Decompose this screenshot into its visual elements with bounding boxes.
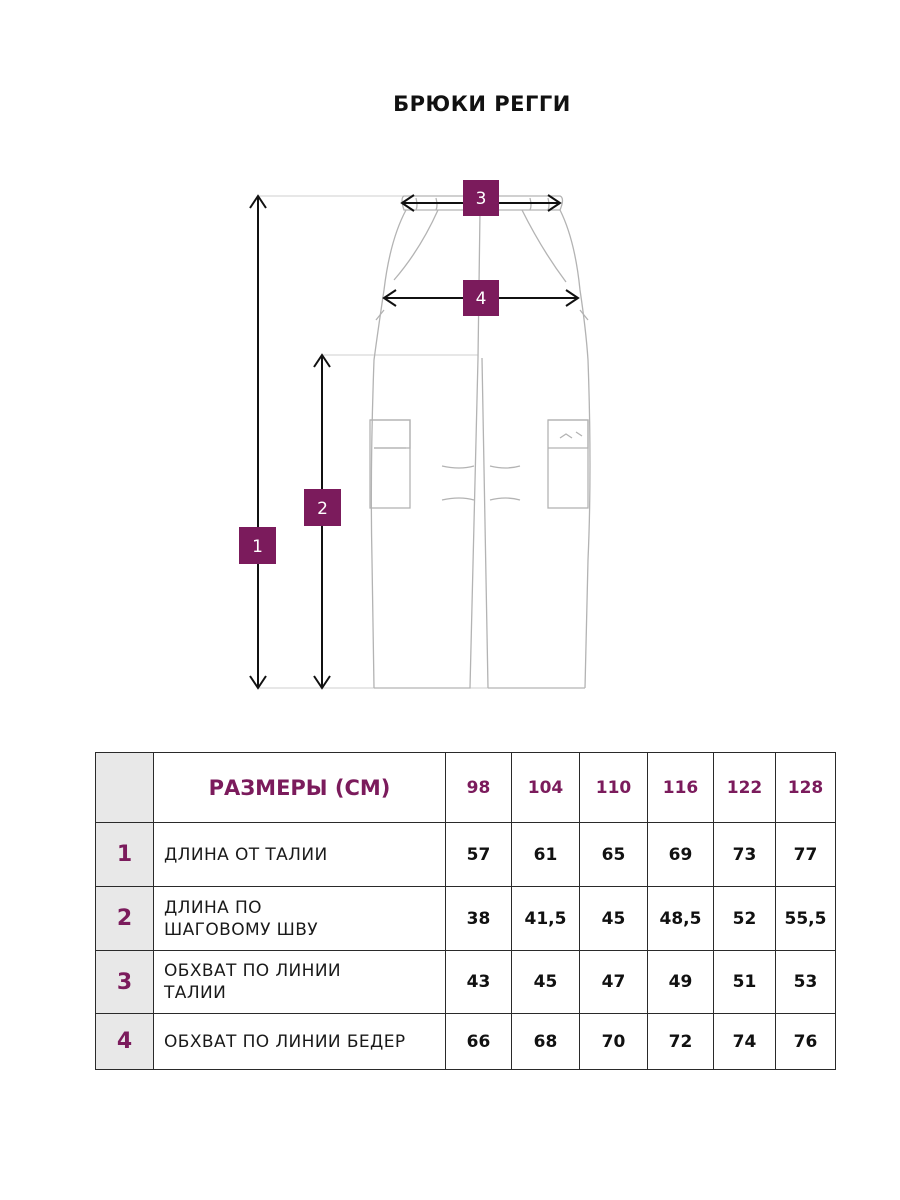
table-cell: 41,5 bbox=[511, 886, 580, 951]
table-row: 3 ОБХВАТ ПО ЛИНИИ ТАЛИИ 43 45 47 49 51 5… bbox=[95, 950, 836, 1014]
row-label: ОБХВАТ ПО ЛИНИИ БЕДЕР bbox=[153, 1013, 446, 1070]
row-number: 1 bbox=[95, 822, 154, 887]
table-cell: 68 bbox=[511, 1013, 580, 1070]
table-cell: 49 bbox=[647, 950, 714, 1014]
table-cell: 55,5 bbox=[775, 886, 836, 951]
measure-arrows bbox=[249, 194, 580, 690]
pants-outline bbox=[369, 195, 591, 689]
row-number: 4 bbox=[95, 1013, 154, 1070]
row-label-line: ШАГОВОМУ ШВУ bbox=[164, 919, 319, 940]
badge-1-label: 1 bbox=[252, 537, 263, 557]
size-col-104: 104 bbox=[511, 752, 580, 823]
row-label-line: ДЛИНА ПО bbox=[164, 897, 262, 918]
table-cell: 53 bbox=[775, 950, 836, 1014]
table-cell: 51 bbox=[713, 950, 776, 1014]
table-cell: 61 bbox=[511, 822, 580, 887]
size-col-128: 128 bbox=[775, 752, 836, 823]
table-cell: 47 bbox=[579, 950, 648, 1014]
table-cell: 38 bbox=[445, 886, 512, 951]
table-cell: 69 bbox=[647, 822, 714, 887]
table-cell: 66 bbox=[445, 1013, 512, 1070]
size-col-116: 116 bbox=[647, 752, 714, 823]
guide-lines bbox=[258, 195, 583, 689]
badge-3: 3 bbox=[463, 180, 499, 216]
size-col-98: 98 bbox=[445, 752, 512, 823]
table-row: 4 ОБХВАТ ПО ЛИНИИ БЕДЕР 66 68 70 72 74 7… bbox=[95, 1013, 836, 1070]
table-cell: 73 bbox=[713, 822, 776, 887]
badge-3-label: 3 bbox=[476, 189, 487, 209]
size-table: РАЗМЕРЫ (СМ) 98 104 110 116 122 128 1 ДЛ… bbox=[95, 752, 836, 1070]
table-row: 2 ДЛИНА ПО ШАГОВОМУ ШВУ 38 41,5 45 48,5 … bbox=[95, 886, 836, 951]
row-label: ДЛИНА ОТ ТАЛИИ bbox=[153, 822, 446, 887]
table-cell: 45 bbox=[579, 886, 648, 951]
table-cell: 77 bbox=[775, 822, 836, 887]
table-cell: 74 bbox=[713, 1013, 776, 1070]
pants-diagram: 1 2 3 4 bbox=[239, 180, 591, 690]
row-label: ОБХВАТ ПО ЛИНИИ ТАЛИИ bbox=[153, 950, 446, 1014]
row-label-line: ТАЛИИ bbox=[164, 983, 227, 1003]
table-cell: 57 bbox=[445, 822, 512, 887]
sizes-header: РАЗМЕРЫ (СМ) bbox=[153, 752, 446, 823]
size-col-110: 110 bbox=[579, 752, 648, 823]
table-row: 1 ДЛИНА ОТ ТАЛИИ 57 61 65 69 73 77 bbox=[95, 822, 836, 887]
row-number: 3 bbox=[95, 950, 154, 1014]
table-cell: 70 bbox=[579, 1013, 648, 1070]
row-number: 2 bbox=[95, 886, 154, 951]
table-cell: 76 bbox=[775, 1013, 836, 1070]
table-cell: 52 bbox=[713, 886, 776, 951]
row-label: ДЛИНА ПО ШАГОВОМУ ШВУ bbox=[153, 886, 446, 951]
badge-2: 2 bbox=[304, 489, 341, 526]
table-cell: 45 bbox=[511, 950, 580, 1014]
table-cell: 72 bbox=[647, 1013, 714, 1070]
size-col-122: 122 bbox=[713, 752, 776, 823]
table-cell: 65 bbox=[579, 822, 648, 887]
table-cell: 43 bbox=[445, 950, 512, 1014]
table-cell: 48,5 bbox=[647, 886, 714, 951]
badge-2-label: 2 bbox=[317, 499, 328, 519]
page-title: БРЮКИ РЕГГИ bbox=[393, 92, 571, 116]
row-label-line: ОБХВАТ ПО ЛИНИИ bbox=[164, 961, 342, 981]
badge-4: 4 bbox=[463, 280, 499, 316]
badge-1: 1 bbox=[239, 527, 276, 564]
table-header-row: РАЗМЕРЫ (СМ) 98 104 110 116 122 128 bbox=[95, 752, 836, 823]
badge-4-label: 4 bbox=[476, 289, 487, 309]
corner-cell bbox=[95, 752, 154, 823]
